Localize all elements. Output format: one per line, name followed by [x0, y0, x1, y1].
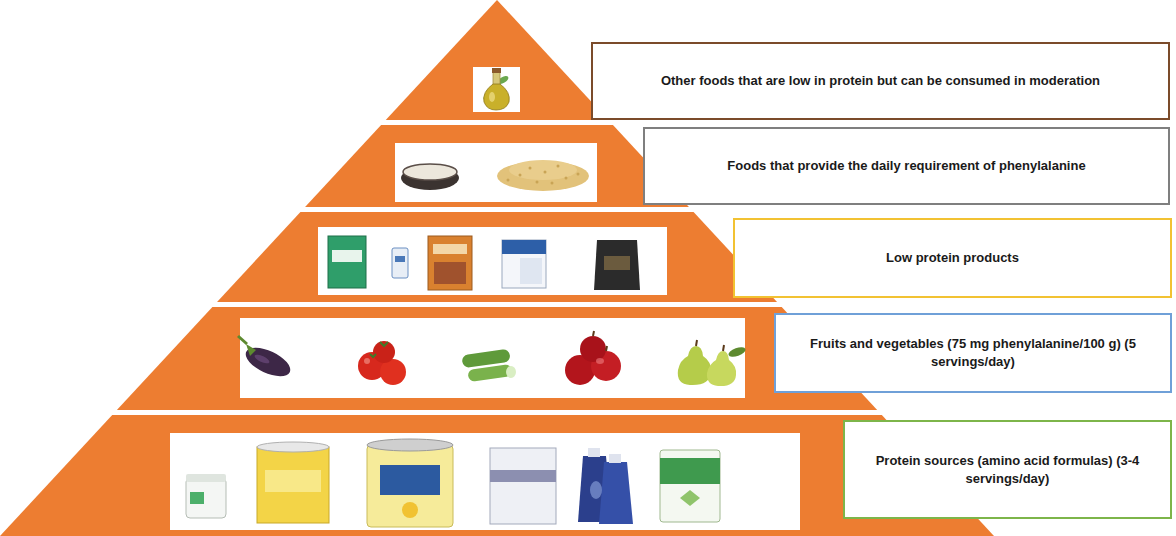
- category-box: Foods that provide the daily requirement…: [643, 127, 1170, 205]
- low-protein-product: [332, 250, 362, 262]
- image-panel: [240, 318, 745, 398]
- eggplant: [242, 342, 295, 382]
- pyramid-shape: [0, 120, 1000, 125]
- image-panel: [318, 227, 667, 295]
- low-protein-product: [328, 236, 366, 288]
- apples: [565, 331, 621, 385]
- grain-pile: [544, 171, 547, 174]
- grain-pile: [565, 177, 568, 180]
- grain-pile: [509, 160, 577, 180]
- oil-bottle: [492, 68, 501, 73]
- formula-can: [257, 447, 329, 523]
- formula-can: [257, 442, 329, 452]
- image-panel: [473, 67, 520, 112]
- low-protein-product: [328, 236, 640, 290]
- box-label: Protein sources (amino acid formulas) (3…: [855, 452, 1160, 487]
- formula-pouches: [609, 454, 621, 463]
- grain-pile: [536, 181, 539, 184]
- formula-can: [402, 502, 418, 518]
- cucumbers: [506, 366, 516, 378]
- tomatoes: [370, 342, 388, 357]
- pears: [678, 346, 711, 385]
- category-box: Low protein products: [733, 218, 1172, 298]
- formula-can: [367, 439, 453, 451]
- tomatoes: [364, 358, 370, 364]
- flour-bowl: [403, 164, 457, 180]
- apples: [580, 336, 606, 362]
- formula-can: [660, 458, 720, 484]
- grain-pile: [577, 173, 580, 176]
- oil-bottle: [489, 92, 495, 102]
- formula-pouches: [588, 448, 600, 457]
- formula-can: [257, 439, 720, 527]
- formula-pouches: [578, 448, 633, 524]
- oil-bottle: [493, 71, 500, 85]
- eggplant: [238, 336, 247, 344]
- image-panel: [395, 143, 597, 202]
- formula-tub: [186, 474, 226, 482]
- grain-pile: [529, 167, 532, 170]
- formula-tub: [186, 478, 226, 518]
- category-box: Protein sources (amino acid formulas) (3…: [843, 420, 1172, 519]
- low-protein-product: [433, 244, 467, 254]
- pyramid-shape: [0, 410, 1000, 415]
- pears: [678, 340, 747, 386]
- tomatoes: [358, 341, 406, 385]
- low-protein-product: [428, 236, 472, 290]
- eggplant: [253, 353, 270, 365]
- eggplant: [238, 336, 294, 382]
- oil-bottle: [482, 68, 509, 110]
- pears: [727, 345, 747, 359]
- grain-pile: [519, 174, 522, 177]
- grain-pile: [497, 160, 589, 191]
- low-protein-product: [392, 248, 408, 278]
- low-protein-product: [604, 256, 630, 270]
- formula-can: [380, 465, 440, 495]
- grain-pile: [497, 161, 589, 191]
- low-protein-product: [520, 258, 542, 284]
- eggplant: [246, 344, 256, 356]
- pears: [696, 340, 724, 351]
- box-label: Other foods that are low in protein but …: [661, 72, 1100, 90]
- cucumbers: [467, 364, 512, 382]
- box-label: Low protein products: [886, 249, 1019, 267]
- grain-pile: [507, 179, 510, 182]
- pyramid-shape: [0, 302, 1000, 307]
- grain-pile: [507, 165, 580, 185]
- low-protein-product: [502, 240, 546, 288]
- formula-can: [490, 448, 556, 524]
- formula-can: [660, 450, 720, 522]
- formula-tub: [190, 492, 204, 504]
- low-protein-product: [502, 240, 546, 254]
- low-protein-product: [395, 256, 405, 262]
- category-box: Fruits and vegetables (75 mg phenylalani…: [774, 313, 1172, 393]
- image-panel: [170, 433, 800, 530]
- oil-bottle: [484, 84, 510, 110]
- apples: [593, 331, 607, 351]
- apples: [596, 358, 604, 364]
- box-label: Fruits and vegetables (75 mg phenylalani…: [786, 335, 1160, 370]
- formula-pouches: [590, 481, 602, 499]
- cucumbers: [461, 349, 516, 382]
- formula-can: [680, 490, 700, 506]
- formula-tub: [186, 474, 226, 518]
- formula-can: [490, 470, 556, 482]
- flour-bowl: [401, 164, 459, 190]
- grain-pile: [551, 182, 554, 185]
- formula-can: [367, 445, 453, 527]
- formula-can: [265, 470, 321, 492]
- tomatoes: [373, 341, 395, 363]
- formula-pouches: [599, 462, 633, 524]
- pyramid-shape: [0, 207, 1000, 212]
- grain-pile: [557, 165, 560, 168]
- low-protein-product: [594, 240, 640, 290]
- category-box: Other foods that are low in protein but …: [591, 42, 1170, 120]
- box-label: Foods that provide the daily requirement…: [727, 157, 1085, 175]
- low-protein-product: [434, 262, 466, 284]
